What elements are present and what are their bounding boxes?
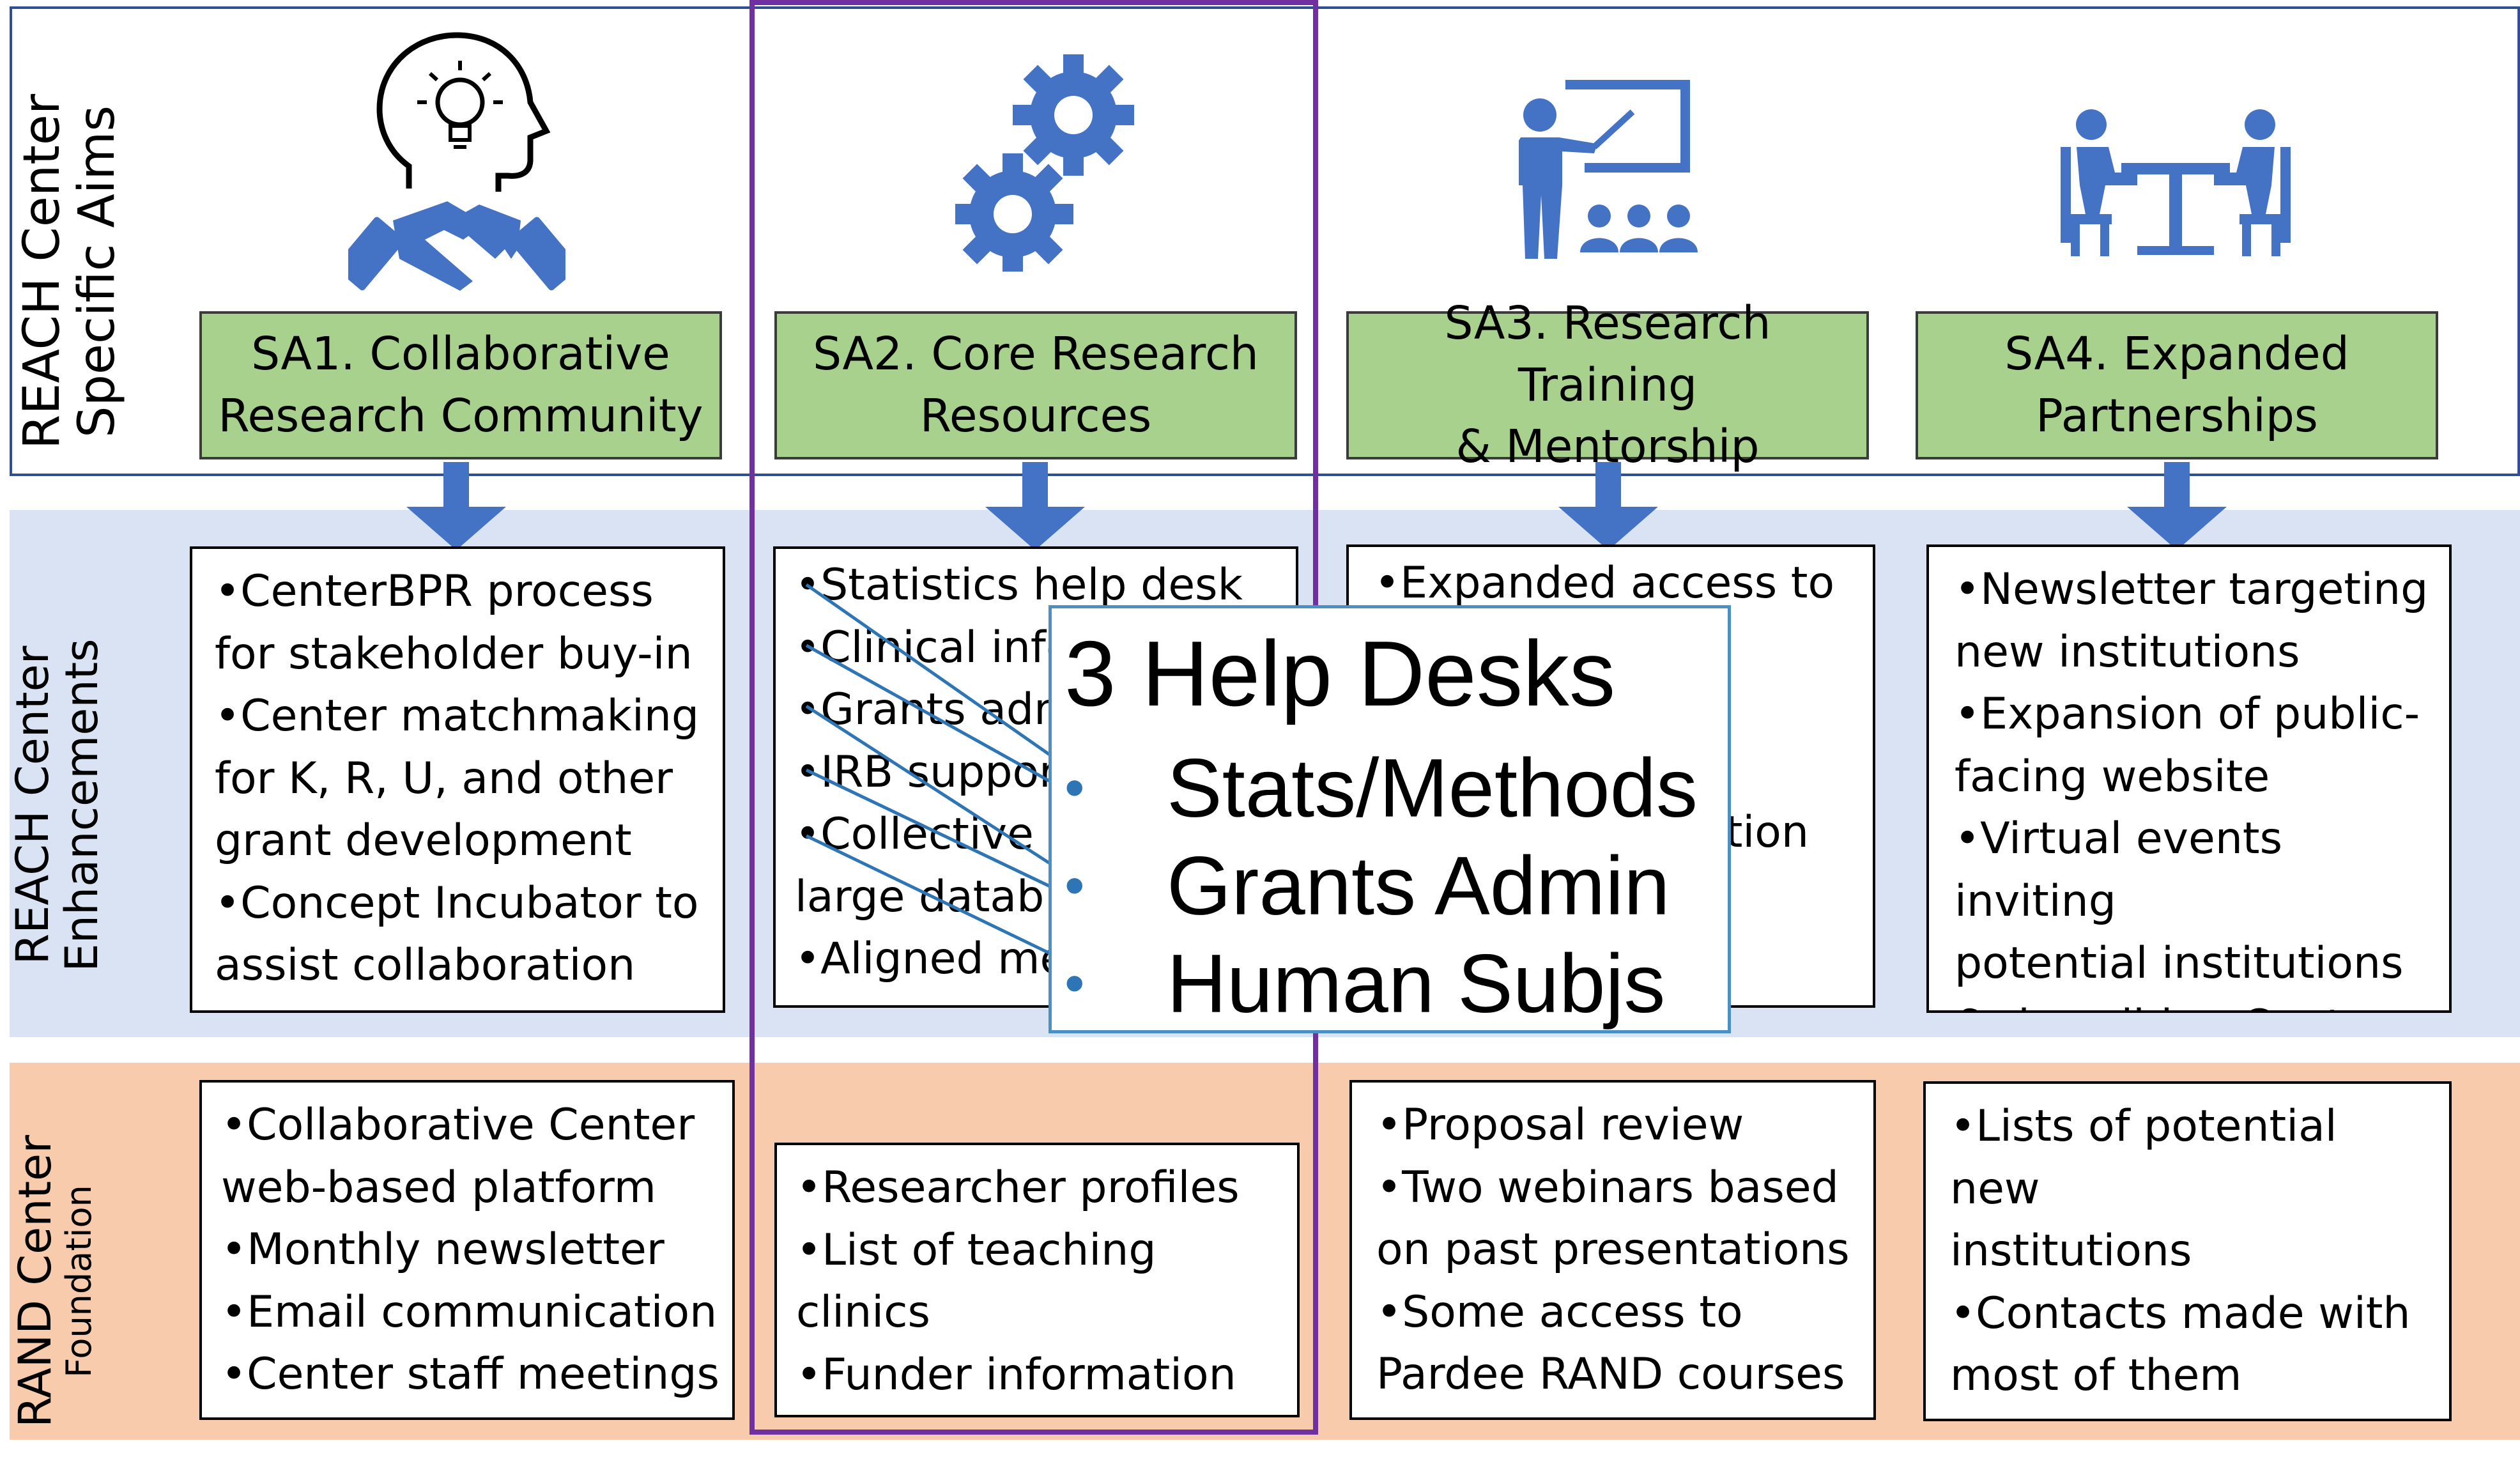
- down-arrow-icon: [406, 462, 506, 550]
- list-item: for K, R, U, and other: [215, 753, 673, 804]
- list-item: •List of teaching clinics: [796, 1224, 1156, 1338]
- list-item: •Newsletter targeting: [1955, 564, 2429, 615]
- help-desks-callout: 3 Help Desks •Stats/Methods •Grants Admi…: [1049, 605, 1731, 1033]
- list-item: •Statistics help desk: [795, 560, 1243, 610]
- list-item: •Criteria developed: [1950, 1407, 2436, 1419]
- bullet-icon: •: [1064, 755, 1085, 820]
- aim-line: Research Community: [218, 389, 703, 442]
- list-item: •IRB suppor: [795, 746, 1057, 798]
- list-item: large datab: [795, 871, 1045, 922]
- enhancement-box-sa4: •Newsletter targeting new institutions •…: [1926, 544, 2452, 1013]
- list-item: •Proposal review: [1376, 1100, 1744, 1150]
- down-arrow-icon: [985, 462, 1085, 550]
- list-item: facing website: [1955, 751, 2270, 802]
- list-item: •Concept Incubator to: [215, 877, 699, 929]
- list-item: •Contacts made with: [1950, 1288, 2411, 1339]
- callout-connector-lines: [805, 583, 1062, 960]
- list-item: grant development: [215, 815, 632, 866]
- list-item: tion: [1725, 807, 1809, 858]
- meeting-table-icon: [2061, 109, 2291, 256]
- foundation-box-sa1: •Collaborative Center web-based platform…: [199, 1080, 735, 1420]
- enhancement-box-sa1: •CenterBPR process for stakeholder buy-i…: [190, 546, 725, 1013]
- list-item: most of them: [1950, 1350, 2242, 1401]
- head-lightbulb-handshake-icon: [348, 32, 565, 291]
- bullet-icon: •: [1064, 853, 1085, 918]
- aim-line: SA3. Research Training: [1444, 297, 1771, 412]
- callout-item: •Stats/Methods: [1064, 739, 1698, 829]
- down-arrow-icon: [1558, 462, 1658, 550]
- aim-line: Resources: [919, 389, 1152, 442]
- callout-item-label: Grants Admin: [1167, 838, 1670, 932]
- callout-title: 3 Help Desks: [1064, 622, 1616, 725]
- list-item: •Lists of potential new: [1950, 1101, 2337, 1214]
- list-item: new institutions: [1955, 626, 2300, 677]
- aim-line: SA4. Expanded: [2004, 327, 2349, 381]
- foundation-box-sa3: •Proposal review •Two webinars based on …: [1349, 1080, 1876, 1420]
- list-item: •Proposal forms: [796, 1406, 1284, 1415]
- down-arrow-icon: [2127, 462, 2227, 550]
- list-item: •Virtual events inviting: [1955, 814, 2283, 927]
- foundation-box-sa2: •Researcher profiles •List of teaching c…: [774, 1143, 1300, 1417]
- list-item: institutions: [1950, 1226, 2192, 1276]
- list-item: Pardee RAND courses: [1376, 1349, 1845, 1400]
- list-item: •Aligned me: [795, 934, 1067, 984]
- list-item: web-based platform: [221, 1162, 656, 1213]
- aim-line: Partnerships: [2036, 389, 2318, 442]
- list-item: •Researcher profiles: [796, 1162, 1240, 1213]
- list-item: •Email communication: [221, 1286, 718, 1338]
- list-item: •Expanded access to: [1374, 558, 1835, 608]
- list-item: •Center staff meetings: [221, 1349, 719, 1400]
- gears-icon: [955, 54, 1134, 272]
- list-item: •Monthly newsletter: [221, 1224, 665, 1275]
- bullet-icon: •: [1064, 951, 1085, 1015]
- callout-item-label: Stats/Methods: [1167, 741, 1698, 835]
- list-item: •Two webinars based: [1376, 1162, 1839, 1213]
- list-item: •Funder information: [796, 1349, 1236, 1400]
- aim-line: SA2. Core Research: [813, 327, 1259, 381]
- list-item: •Center matchmaking: [215, 691, 700, 741]
- list-item: •Some access to: [1376, 1286, 1743, 1338]
- list-item: for stakeholder buy-in: [215, 628, 693, 679]
- list-item: on past presentations: [1376, 1224, 1850, 1275]
- callout-item: •Human Subjs: [1064, 935, 1665, 1025]
- list-item: •CenterBPR process: [215, 566, 654, 617]
- list-item: •Collaborative Center: [221, 1100, 695, 1150]
- callout-item: •Grants Admin: [1064, 837, 1670, 927]
- list-item: assist collaboration: [215, 940, 636, 991]
- list-item: •Grants adm: [795, 684, 1077, 735]
- list-item: & describing Center: [1955, 995, 2436, 1011]
- presentation-board-audience-icon: [1519, 80, 1698, 259]
- callout-item-label: Human Subjs: [1167, 936, 1666, 1030]
- list-item: potential institutions: [1955, 938, 2404, 989]
- aim-line: SA1. Collaborative: [251, 327, 670, 381]
- foundation-box-sa4: •Lists of potential new institutions •Co…: [1923, 1081, 2452, 1421]
- list-item: •Expansion of public-: [1955, 689, 2420, 739]
